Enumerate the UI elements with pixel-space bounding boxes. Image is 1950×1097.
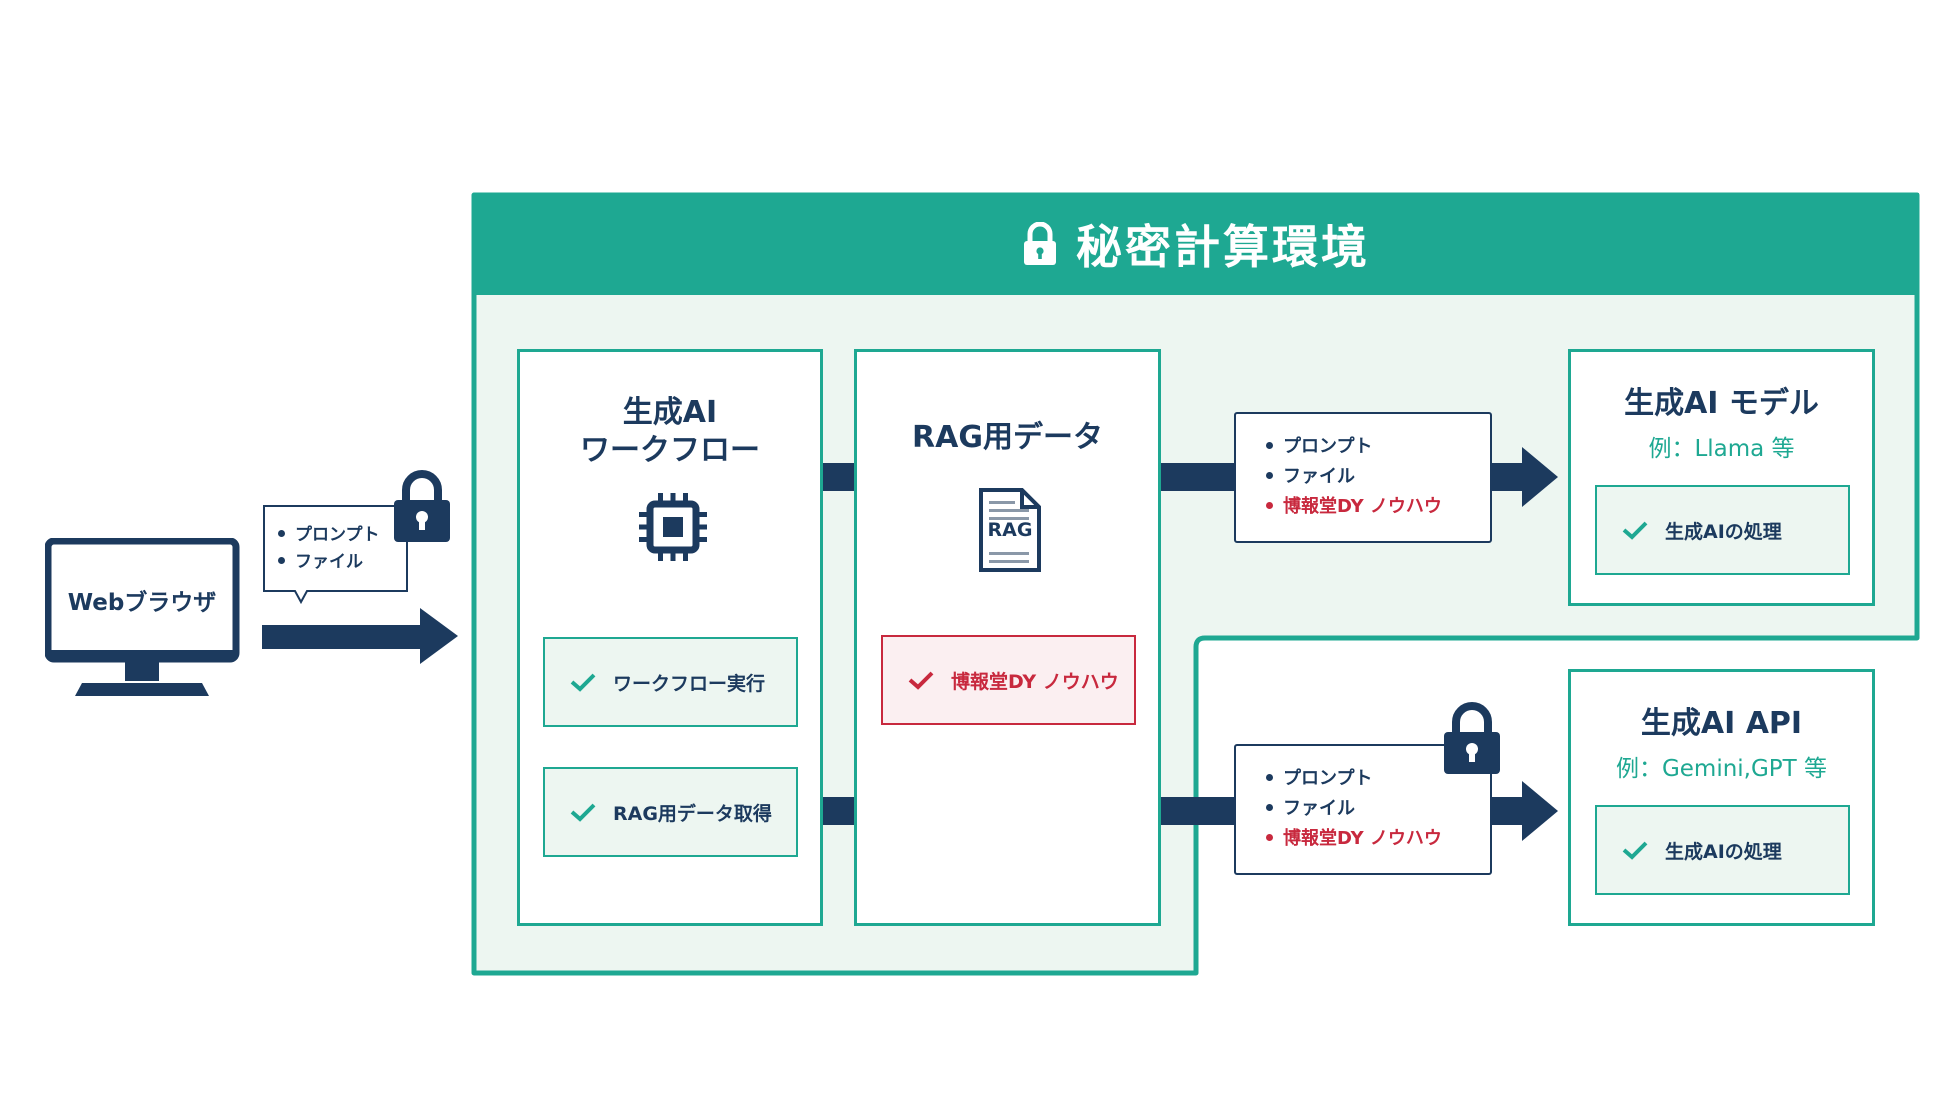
workflow-panel: 生成AI ワークフロー ワークフロー実行 RAG用データ取得	[517, 349, 823, 926]
chip-icon	[639, 493, 707, 561]
browser-label: Webブラウザ	[67, 590, 217, 616]
lock-icon	[1444, 702, 1500, 774]
rag-fetch-item: RAG用データ取得	[543, 767, 798, 857]
bubble-line: ファイル	[295, 552, 363, 572]
api-process-item: 生成AIの処理	[1595, 805, 1850, 895]
workflow-title-line1: 生成AI	[622, 395, 718, 430]
api-item-label: 生成AIの処理	[1665, 840, 1782, 863]
message-box-top: プロンプト ファイル 博報堂DY ノウハウ	[1234, 412, 1492, 543]
rag-icon-text: RAG	[987, 519, 1033, 541]
rag-data-panel: RAG用データ RAG 博報堂DY ノウハウ	[854, 349, 1161, 926]
model-item-label: 生成AIの処理	[1665, 520, 1782, 543]
message-line: プロンプト	[1283, 436, 1373, 457]
check-icon	[570, 803, 596, 822]
bubble-line: プロンプト	[295, 525, 380, 545]
check-icon	[1622, 521, 1648, 540]
api-subtitle: 例：Gemini,GPT 等	[1615, 756, 1828, 782]
monitor-icon	[45, 538, 240, 696]
workflow-item-label: RAG用データ取得	[613, 802, 772, 825]
model-subtitle: 例：Llama 等	[1648, 436, 1795, 462]
workflow-title-line2: ワークフロー	[580, 433, 760, 468]
rag-title: RAG用データ	[912, 420, 1103, 455]
api-title: 生成AI API	[1640, 706, 1803, 741]
document-icon	[979, 488, 1041, 572]
arrow-right-icon	[1488, 781, 1558, 841]
message-line: ファイル	[1283, 466, 1355, 487]
lock-icon	[394, 470, 450, 542]
workflow-execute-item: ワークフロー実行	[543, 637, 798, 727]
arrow-right-icon	[1488, 447, 1558, 507]
connector	[1158, 797, 1236, 825]
request-bubble-content: プロンプト ファイル	[278, 522, 380, 576]
model-process-item: 生成AIの処理	[1595, 485, 1850, 575]
connector	[820, 463, 856, 491]
model-panel: 生成AI モデル 例：Llama 等 生成AIの処理	[1568, 349, 1875, 606]
model-title: 生成AI モデル	[1624, 386, 1819, 421]
secure-environment-header: 秘密計算環境	[473, 193, 1919, 295]
message-highlight: 博報堂DY ノウハウ	[1283, 496, 1442, 517]
connector	[1158, 463, 1236, 491]
api-panel: 生成AI API 例：Gemini,GPT 等 生成AIの処理	[1568, 669, 1875, 926]
check-icon	[1622, 841, 1648, 860]
check-icon	[908, 671, 934, 690]
secure-environment-title: 秘密計算環境	[1076, 220, 1370, 274]
arrow-right-icon	[262, 608, 458, 664]
connector	[820, 797, 856, 825]
lock-icon	[1024, 222, 1056, 265]
message-highlight: 博報堂DY ノウハウ	[1283, 828, 1442, 849]
rag-item-label: 博報堂DY ノウハウ	[951, 670, 1119, 693]
workflow-item-label: ワークフロー実行	[613, 672, 766, 695]
message-line: プロンプト	[1283, 768, 1373, 789]
check-icon	[570, 673, 596, 692]
rag-know-how-item: 博報堂DY ノウハウ	[881, 635, 1136, 725]
message-line: ファイル	[1283, 798, 1355, 819]
message-box-bottom: プロンプト ファイル 博報堂DY ノウハウ	[1234, 744, 1492, 875]
